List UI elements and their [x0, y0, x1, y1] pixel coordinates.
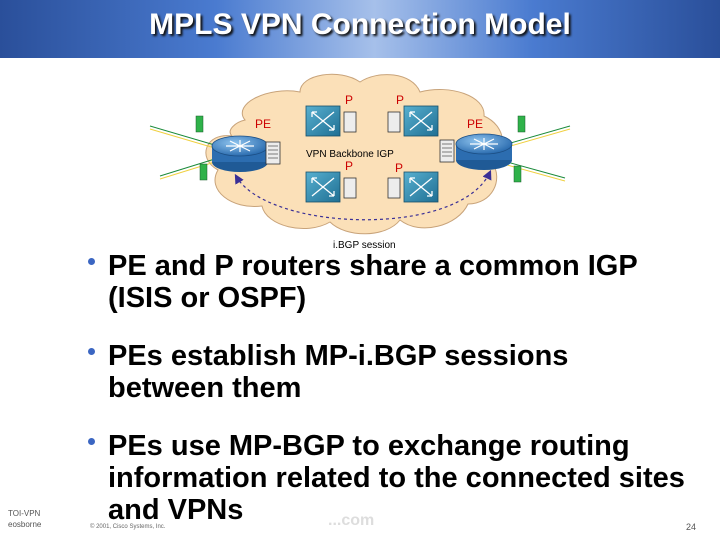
bullet-text: PEs establish MP-i.BGP sessions between …	[108, 340, 569, 404]
footer-copyright: © 2001, Cisco Systems, Inc.	[90, 524, 166, 530]
label-pe-left: PE	[255, 117, 271, 131]
p-router-bottom-right-card	[387, 177, 401, 199]
footer-author: eosborne	[8, 520, 42, 529]
label-pe-right: PE	[467, 117, 483, 131]
p-router-bottom-left-card	[343, 177, 357, 199]
backbone-label: VPN Backbone IGP	[306, 149, 394, 160]
p-router-top-right-card	[387, 111, 401, 133]
bullet-text: PE and P routers share a common IGP (ISI…	[108, 250, 638, 314]
p-router-top-left	[305, 105, 341, 137]
pe-router-left	[211, 135, 269, 172]
bullet-dot	[88, 348, 95, 355]
bullet-list: PE and P routers share a common IGP (ISI…	[88, 250, 688, 552]
title-band	[0, 0, 720, 58]
p-router-bottom-left	[305, 171, 341, 203]
ibgp-session-arc	[234, 169, 492, 221]
ce-link-right-bottom-2	[499, 162, 566, 182]
bullet-item: PE and P routers share a common IGP (ISI…	[88, 250, 688, 314]
bullet-item: PEs use MP-BGP to exchange routing infor…	[88, 430, 688, 526]
pe-router-left-card	[265, 141, 281, 165]
label-p-top-left: P	[345, 93, 353, 107]
label-p-bottom-right: P	[395, 161, 403, 175]
ce-box-right-top	[517, 115, 526, 133]
p-router-bottom-right	[403, 171, 439, 203]
page-title: MPLS VPN Connection Model	[149, 8, 571, 41]
watermark: ...com	[328, 512, 375, 529]
ce-link-left-top	[149, 125, 219, 147]
pe-router-right-card	[439, 139, 455, 163]
ce-link-left-bottom	[159, 157, 219, 177]
ce-box-left-top	[195, 115, 204, 133]
label-p-bottom-left: P	[345, 159, 353, 173]
ce-box-left-bottom	[199, 163, 208, 181]
p-router-top-right	[403, 105, 439, 137]
bullet-item: PEs establish MP-i.BGP sessions between …	[88, 340, 688, 404]
bullet-dot	[88, 258, 95, 265]
ce-link-left-top-2	[149, 128, 219, 150]
footer-course-info: TOI-VPN eosborne	[8, 508, 41, 530]
ibgp-session-label: i.BGP session	[333, 240, 396, 251]
page-number: 24	[686, 522, 697, 532]
bullet-text: PEs use MP-BGP to exchange routing infor…	[108, 430, 685, 526]
ce-box-right-bottom	[513, 165, 522, 183]
footer-course-code: TOI-VPN	[8, 509, 41, 518]
ce-link-left-bottom-2	[159, 160, 219, 180]
mpls-network-diagram: P P PE PE VPN Backbone IGP P P i.BGP ses…	[149, 73, 571, 251]
ce-link-right-bottom	[499, 159, 566, 179]
pe-router-right	[455, 133, 513, 170]
p-router-top-left-card	[343, 111, 357, 133]
bullet-dot	[88, 438, 95, 445]
label-p-top-right: P	[396, 93, 404, 107]
